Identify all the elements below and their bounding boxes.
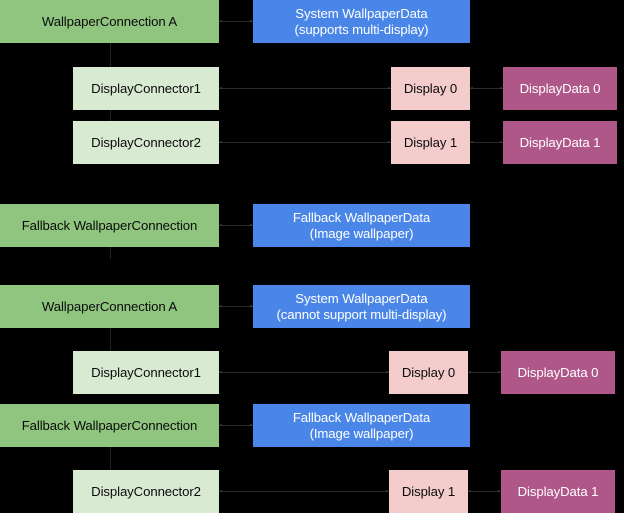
edge-endpoint-dot [220,20,222,22]
node-conn-a-top[interactable]: WallpaperConnection A [0,0,219,43]
edge-connector [219,372,389,373]
edge-connector [219,225,253,226]
edge-connector [219,21,253,22]
edge-endpoint-dot [469,490,471,492]
edge-endpoint-dot [220,424,222,426]
edge-connector [219,491,389,492]
node-fallback-data-bot[interactable]: Fallback WallpaperData (Image wallpaper) [253,404,470,447]
node-displaydata1-bot[interactable]: DisplayData 1 [501,470,615,513]
node-displaydata0-top[interactable]: DisplayData 0 [503,67,617,110]
node-conn-a-bot[interactable]: WallpaperConnection A [0,285,219,328]
edge-endpoint-dot [498,490,500,492]
node-sys-data-bot[interactable]: System WallpaperData (cannot support mul… [253,285,470,328]
edge-endpoint-dot [250,424,252,426]
edge-connector-vertical [110,328,111,351]
edge-endpoint-dot [471,87,473,89]
node-displaydata0-bot[interactable]: DisplayData 0 [501,351,615,394]
edge-endpoint-dot [250,224,252,226]
node-display1-bot[interactable]: Display 1 [389,470,468,513]
node-dispconn1-top[interactable]: DisplayConnector1 [73,67,219,110]
node-fallback-conn-top[interactable]: Fallback WallpaperConnection [0,204,219,247]
edge-connector [219,306,253,307]
edge-endpoint-dot [469,371,471,373]
edge-endpoint-dot [386,490,388,492]
node-dispconn2-bot[interactable]: DisplayConnector2 [73,470,219,513]
edge-endpoint-dot [386,371,388,373]
edge-connector-vertical [110,43,111,67]
node-sys-data-top[interactable]: System WallpaperData (supports multi-dis… [253,0,470,43]
edge-endpoint-dot [250,305,252,307]
edge-connector-vertical [110,110,111,121]
edge-endpoint-dot [220,224,222,226]
edge-endpoint-dot [388,87,390,89]
edge-connector-vertical [110,247,111,259]
edge-connector [468,372,501,373]
edge-endpoint-dot [220,141,222,143]
edge-connector-vertical [110,447,111,470]
node-display0-bot[interactable]: Display 0 [389,351,468,394]
edge-endpoint-dot [220,490,222,492]
node-display1-top[interactable]: Display 1 [391,121,470,164]
edge-connector [219,425,253,426]
edge-connector [468,491,501,492]
edge-endpoint-dot [500,87,502,89]
edge-endpoint-dot [220,87,222,89]
edge-connector [219,142,391,143]
edge-connector [219,88,391,89]
node-dispconn1-bot[interactable]: DisplayConnector1 [73,351,219,394]
edge-endpoint-dot [388,141,390,143]
node-dispconn2-top[interactable]: DisplayConnector2 [73,121,219,164]
edge-endpoint-dot [220,305,222,307]
edge-connector [470,88,503,89]
edge-endpoint-dot [500,141,502,143]
edge-endpoint-dot [220,371,222,373]
node-display0-top[interactable]: Display 0 [391,67,470,110]
node-displaydata1-top[interactable]: DisplayData 1 [503,121,617,164]
node-fallback-conn-bot[interactable]: Fallback WallpaperConnection [0,404,219,447]
edge-endpoint-dot [471,141,473,143]
node-fallback-data-top[interactable]: Fallback WallpaperData (Image wallpaper) [253,204,470,247]
edge-connector [470,142,503,143]
edge-endpoint-dot [250,20,252,22]
edge-endpoint-dot [498,371,500,373]
